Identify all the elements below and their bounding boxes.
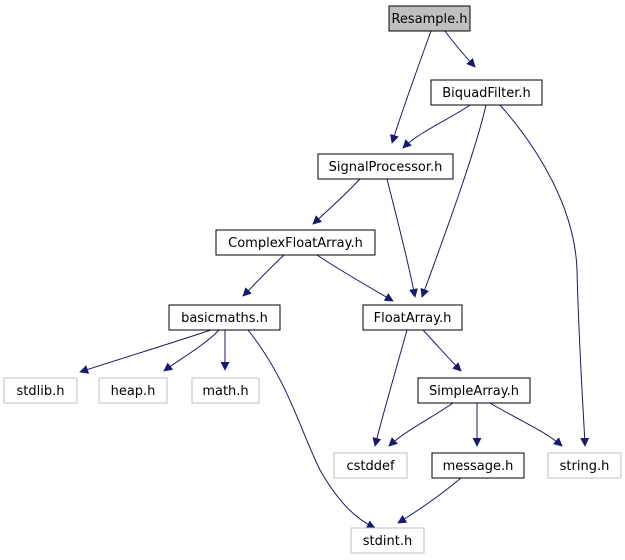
node-box-biquad [430,79,543,106]
node-box-resample [388,5,471,32]
node-label-basicmaths: basicmaths.h [181,311,268,326]
node-box-simplearray [417,377,531,404]
edge-message-to-stdint [397,477,462,524]
edges-layer [79,30,590,529]
node-box-stdlib [3,377,78,404]
nodes-layer: Resample.hBiquadFilter.hSignalProcessor.… [3,5,622,554]
edge-biquad-to-signalproc [402,104,471,149]
node-floatarray[interactable]: FloatArray.h [362,304,463,331]
edge-floatarray-to-cstddef [372,329,408,447]
edge-resample-to-signalproc [390,30,432,144]
node-simplearray[interactable]: SimpleArray.h [417,377,531,404]
node-label-heap: heap.h [111,384,156,399]
edge-signalproc-to-complexfloat [312,178,361,225]
node-complexfloat[interactable]: ComplexFloatArray.h [215,229,376,256]
edge-basicmaths-to-stdlib [79,329,212,374]
node-box-string [547,452,622,479]
node-cstddef[interactable]: cstddef [333,452,408,479]
edge-basicmaths-to-stdint [247,329,376,529]
node-box-message [431,452,525,479]
edge-floatarray-to-simplearray [422,329,462,372]
node-box-cstddef [333,452,408,479]
node-box-complexfloat [215,229,376,256]
node-box-math [191,377,260,404]
node-box-floatarray [362,304,463,331]
node-biquad[interactable]: BiquadFilter.h [430,79,543,106]
node-box-heap [98,377,168,404]
node-resample[interactable]: Resample.h [388,5,471,32]
edge-biquad-to-string [499,104,590,447]
node-label-message: message.h [443,459,514,474]
edge-resample-to-biquad [444,30,476,68]
node-label-complexfloat: ComplexFloatArray.h [228,236,363,251]
edge-biquad-to-floatarray [420,104,487,298]
node-label-resample: Resample.h [391,12,467,27]
node-label-stdint: stdint.h [363,534,412,549]
node-box-basicmaths [168,304,281,331]
node-label-biquad: BiquadFilter.h [442,86,531,101]
node-label-simplearray: SimpleArray.h [429,384,519,399]
node-math[interactable]: math.h [191,377,260,404]
edge-complexfloat-to-floatarray [316,254,394,302]
node-stdlib[interactable]: stdlib.h [3,377,78,404]
edge-simplearray-to-string [489,402,563,447]
node-basicmaths[interactable]: basicmaths.h [168,304,281,331]
node-label-signalproc: SignalProcessor.h [329,160,443,175]
node-string[interactable]: string.h [547,452,622,479]
edge-complexfloat-to-basicmaths [242,254,285,297]
node-heap[interactable]: heap.h [98,377,168,404]
node-label-string: string.h [560,459,610,474]
node-message[interactable]: message.h [431,452,525,479]
node-stdint[interactable]: stdint.h [350,527,425,554]
node-box-signalproc [317,153,454,180]
node-label-math: math.h [202,384,248,399]
edge-signalproc-to-floatarray [386,178,418,298]
node-label-stdlib: stdlib.h [17,384,65,399]
node-label-floatarray: FloatArray.h [374,311,452,326]
edge-basicmaths-to-heap [163,329,220,372]
edge-simplearray-to-cstddef [388,402,454,447]
node-label-cstddef: cstddef [346,459,395,474]
node-box-stdint [350,527,425,554]
node-signalproc[interactable]: SignalProcessor.h [317,153,454,180]
